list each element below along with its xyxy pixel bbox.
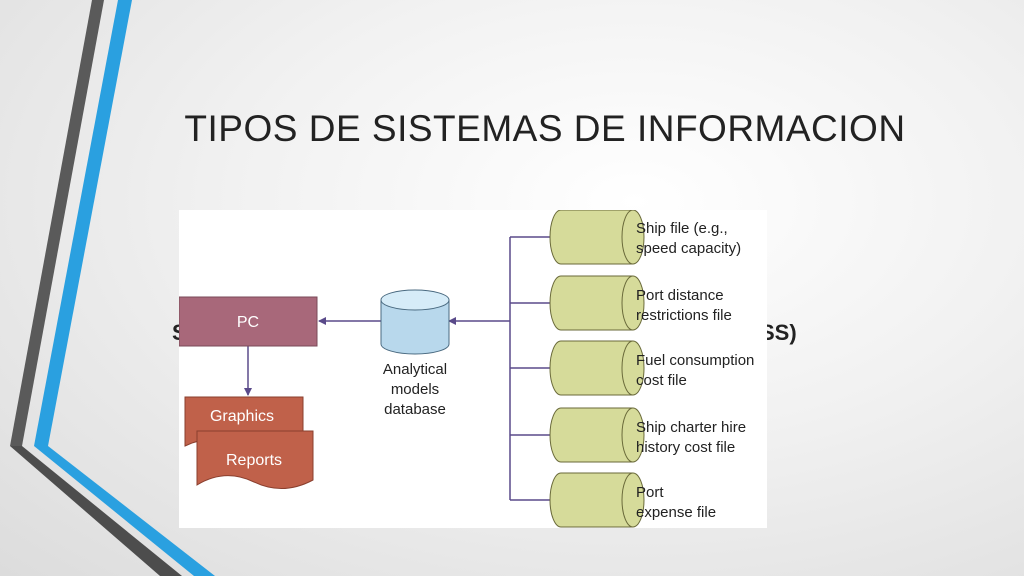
file-port-expense-end	[621, 472, 645, 528]
file-fuel-consumption-label-2: cost file	[636, 372, 687, 389]
decor-stripe-blue	[34, 0, 132, 446]
file-fuel-consumption-label-1: Fuel consumption	[636, 352, 754, 369]
slide-title: TIPOS DE SISTEMAS DE INFORMACION	[184, 108, 906, 149]
connector-lines	[244, 236, 550, 501]
reports-label: Reports	[226, 452, 282, 469]
decor-stripe-dark	[10, 0, 104, 446]
decor-stripe-blue-lower	[34, 446, 215, 576]
file-port-distance-label-1: Port distance	[636, 287, 724, 304]
database-cylinder	[380, 289, 450, 355]
file-ship-charter-label-1: Ship charter hire	[636, 419, 746, 436]
file-ship-charter-end	[621, 407, 645, 463]
file-port-expense-label-1: Port	[636, 484, 664, 501]
file-fuel-consumption-cylinder	[549, 340, 634, 396]
file-port-expense-label-2: expense file	[636, 504, 716, 521]
file-port-distance-label-2: restrictions file	[636, 307, 732, 324]
file-port-expense: Port expense file	[549, 472, 716, 528]
graphics-label: Graphics	[210, 408, 274, 425]
dss-diagram: PC Graphics Reports Analytical models da…	[179, 210, 767, 528]
reports-document	[196, 430, 314, 489]
file-ship-charter: Ship charter hire history cost file	[549, 407, 746, 463]
file-ship-end	[621, 210, 645, 265]
file-ship-charter-cylinder	[549, 407, 634, 463]
file-fuel-consumption: Fuel consumption cost file	[549, 340, 754, 396]
database-label-line-3: database	[384, 401, 446, 418]
file-ship-label-1: Ship file (e.g.,	[636, 220, 728, 237]
database-top	[380, 289, 450, 311]
file-port-distance-cylinder	[549, 275, 634, 331]
file-ship-cylinder	[549, 210, 634, 265]
file-port-expense-cylinder	[549, 472, 634, 528]
database-label-line-2: models	[391, 381, 439, 398]
file-ship: Ship file (e.g., speed capacity)	[549, 210, 741, 265]
file-ship-charter-label-2: history cost file	[636, 439, 735, 456]
file-port-distance-end	[621, 275, 645, 331]
decor-stripe-dark-lower	[10, 446, 182, 576]
pc-box	[179, 296, 318, 347]
database-label-line-1: Analytical	[383, 361, 447, 378]
file-fuel-consumption-end	[621, 340, 645, 396]
database-body	[380, 300, 450, 355]
pc-label: PC	[237, 314, 259, 331]
file-ship-label-2: speed capacity)	[636, 240, 741, 257]
file-port-distance: Port distance restrictions file	[549, 275, 732, 331]
